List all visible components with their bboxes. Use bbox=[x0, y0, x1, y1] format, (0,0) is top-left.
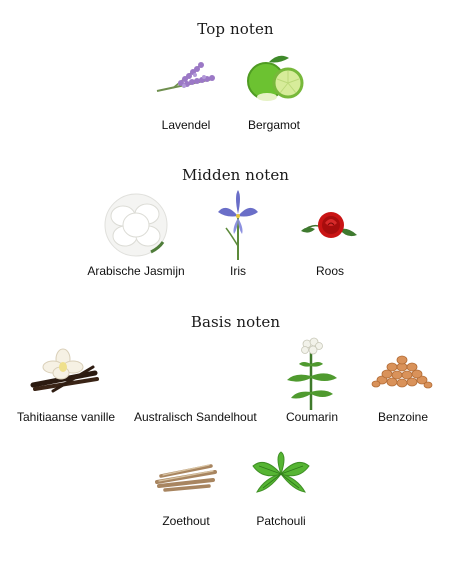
note-label: Coumarin bbox=[285, 410, 339, 424]
section-title-top-notes: Top noten bbox=[197, 20, 274, 38]
note-label: Patchouli bbox=[256, 514, 306, 528]
note-arabische-jasmijn bbox=[76, 190, 196, 260]
note-patchouli bbox=[221, 450, 341, 498]
note-zoethout-label-wrap: Zoethout bbox=[126, 514, 246, 528]
note-label: Bergamot bbox=[247, 118, 301, 132]
note-iris-label-wrap: Iris bbox=[178, 264, 298, 278]
note-label: Benzoine bbox=[377, 410, 429, 424]
iris-icon bbox=[218, 190, 258, 260]
note-label: Zoethout bbox=[162, 514, 210, 528]
vanilla-icon bbox=[30, 348, 99, 393]
bergamot-icon bbox=[247, 55, 304, 101]
note-lavendel bbox=[126, 55, 246, 99]
note-label: Tahitiaanse vanille bbox=[16, 410, 116, 424]
note-benzoine bbox=[343, 352, 463, 392]
jasmine-icon bbox=[104, 193, 168, 257]
note-patchouli-label-wrap: Patchouli bbox=[221, 514, 341, 528]
note-label: Lavendel bbox=[161, 118, 211, 132]
note-zoethout bbox=[126, 458, 246, 494]
benzoin-icon bbox=[371, 355, 433, 389]
note-iris bbox=[178, 188, 298, 262]
section-title-middle-notes: Midden noten bbox=[181, 166, 290, 184]
note-roos-label-wrap: Roos bbox=[270, 264, 390, 278]
note-benzoine-label-wrap: Benzoine bbox=[343, 410, 463, 424]
note-label: Iris bbox=[230, 264, 246, 278]
note-coumarin-label-wrap: Coumarin bbox=[252, 410, 372, 424]
note-bergamot-label-wrap: Bergamot bbox=[214, 118, 334, 132]
note-arabische-jasmijn-label-wrap: Arabische Jasmijn bbox=[76, 264, 196, 278]
note-bergamot bbox=[214, 52, 334, 104]
licorice-icon bbox=[155, 464, 217, 492]
note-tahitiaanse-vanille bbox=[4, 345, 124, 395]
note-label: Roos bbox=[315, 264, 344, 278]
note-coumarin bbox=[251, 336, 371, 412]
coumarin-icon bbox=[287, 337, 337, 410]
lavender-icon bbox=[156, 62, 215, 92]
note-lavendel-label-wrap: Lavendel bbox=[126, 118, 246, 132]
patchouli-icon bbox=[252, 451, 310, 493]
note-australisch-sandelhout: Australisch Sandelhout bbox=[134, 410, 257, 424]
note-label: Australisch Sandelhout bbox=[134, 410, 257, 424]
note-roos bbox=[270, 205, 390, 245]
rose-icon bbox=[301, 212, 357, 238]
note-label: Arabische Jasmijn bbox=[87, 264, 185, 278]
section-title-base-notes: Basis noten bbox=[190, 313, 281, 331]
note-tahitiaanse-vanille-label-wrap: Tahitiaanse vanille bbox=[6, 410, 126, 424]
